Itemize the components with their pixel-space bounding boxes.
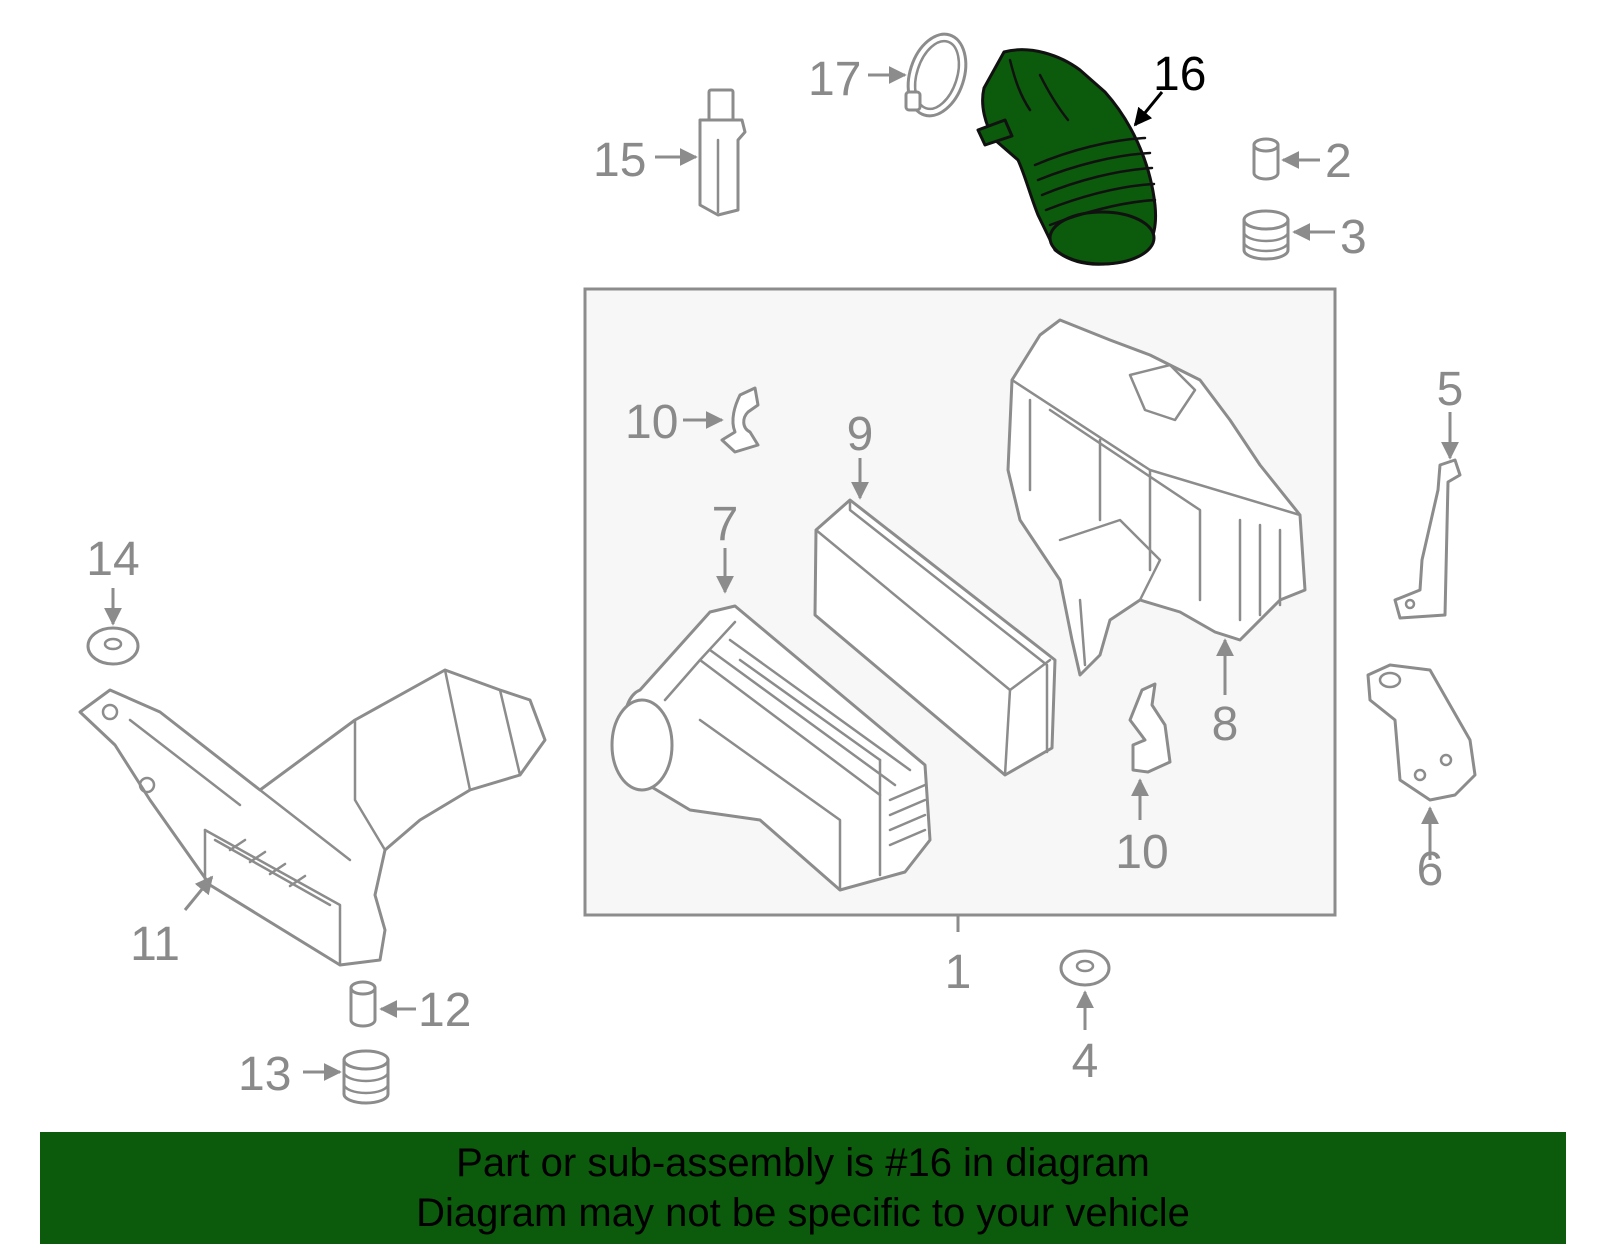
callout-12: 12 bbox=[418, 984, 471, 1037]
callout-16: 16 bbox=[1153, 48, 1206, 101]
callout-3: 3 bbox=[1340, 211, 1367, 264]
banner-line-1: Part or sub-assembly is #16 in diagram bbox=[456, 1141, 1150, 1185]
grommet-part-2[interactable] bbox=[1252, 137, 1280, 181]
mount-part-4[interactable] bbox=[1059, 949, 1111, 987]
clip-part-10-lower[interactable] bbox=[1128, 682, 1172, 774]
intake-hose-part-16[interactable] bbox=[976, 48, 1158, 266]
callout-7: 7 bbox=[712, 498, 739, 551]
callout-10-lower: 10 bbox=[1115, 826, 1168, 879]
hose-clamp-part-17[interactable] bbox=[898, 27, 975, 124]
callout-4: 4 bbox=[1072, 1035, 1099, 1088]
rubber-mount-part-3[interactable] bbox=[1242, 209, 1290, 261]
banner-line-2: Diagram may not be specific to your vehi… bbox=[416, 1191, 1190, 1235]
callout-14: 14 bbox=[86, 533, 139, 586]
callout-13: 13 bbox=[238, 1048, 291, 1101]
air-cleaner-upper-case-part-8[interactable] bbox=[1006, 318, 1307, 677]
callout-10-upper: 10 bbox=[625, 396, 678, 449]
air-cleaner-lower-case-part-7[interactable] bbox=[610, 604, 932, 892]
grommet-part-12[interactable] bbox=[349, 980, 377, 1028]
callout-1: 1 bbox=[945, 946, 972, 999]
callout-9: 9 bbox=[847, 408, 874, 461]
callout-8: 8 bbox=[1212, 698, 1239, 751]
info-banner: Part or sub-assembly is #16 in diagram D… bbox=[40, 1132, 1566, 1244]
clip-part-10-upper[interactable] bbox=[720, 386, 760, 454]
callout-2: 2 bbox=[1325, 135, 1352, 188]
air-duct-part-11[interactable] bbox=[78, 668, 547, 967]
callout-15: 15 bbox=[593, 134, 646, 187]
air-flow-sensor-part-15[interactable] bbox=[698, 88, 747, 217]
rubber-mount-part-13[interactable] bbox=[342, 1049, 390, 1105]
air-filter-element-part-9[interactable] bbox=[813, 498, 1057, 777]
callout-6: 6 bbox=[1417, 843, 1444, 896]
bracket-part-5[interactable] bbox=[1393, 458, 1462, 620]
bracket-part-6[interactable] bbox=[1366, 663, 1477, 802]
callout-17: 17 bbox=[808, 53, 861, 106]
callout-5: 5 bbox=[1437, 363, 1464, 416]
callout-11: 11 bbox=[130, 918, 180, 971]
mount-part-14[interactable] bbox=[86, 626, 140, 666]
